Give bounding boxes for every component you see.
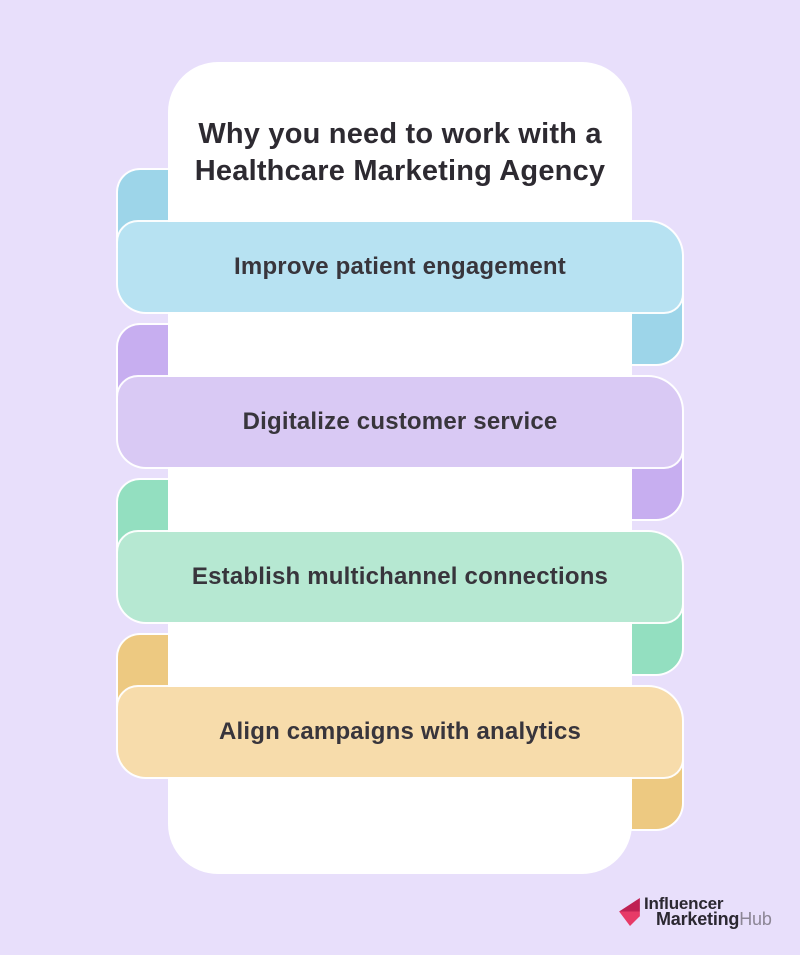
influencer-marketing-hub-arrow-icon — [619, 897, 640, 926]
influencer-marketing-hub-logo[interactable]: Influencer MarketingHub — [619, 894, 772, 929]
ribbon-label: Establish multichannel connections — [191, 563, 609, 590]
logo-line2: MarketingHub — [656, 909, 772, 929]
logo-hub-text: Hub — [739, 909, 772, 929]
logo-text: Influencer MarketingHub — [644, 894, 772, 929]
logo-line1: Influencer — [644, 894, 724, 913]
ribbon-label: Improve patient engagement — [234, 253, 566, 280]
page-title-line2: Healthcare Marketing Agency — [194, 155, 606, 188]
ribbon-band: Improve patient engagement — [118, 222, 682, 312]
page-title: Why you need to work with a Healthcare M… — [168, 116, 632, 190]
ribbon-band: Digitalize customer service — [118, 377, 682, 467]
page-title-line1: Why you need to work with a — [198, 118, 602, 151]
ribbon-band: Align campaigns with analytics — [118, 687, 682, 777]
ribbon-band: Establish multichannel connections — [118, 532, 682, 622]
ribbon-label: Digitalize customer service — [242, 408, 558, 435]
logo-marketing-text: Marketing — [656, 909, 740, 929]
ribbon-label: Align campaigns with analytics — [218, 718, 582, 745]
